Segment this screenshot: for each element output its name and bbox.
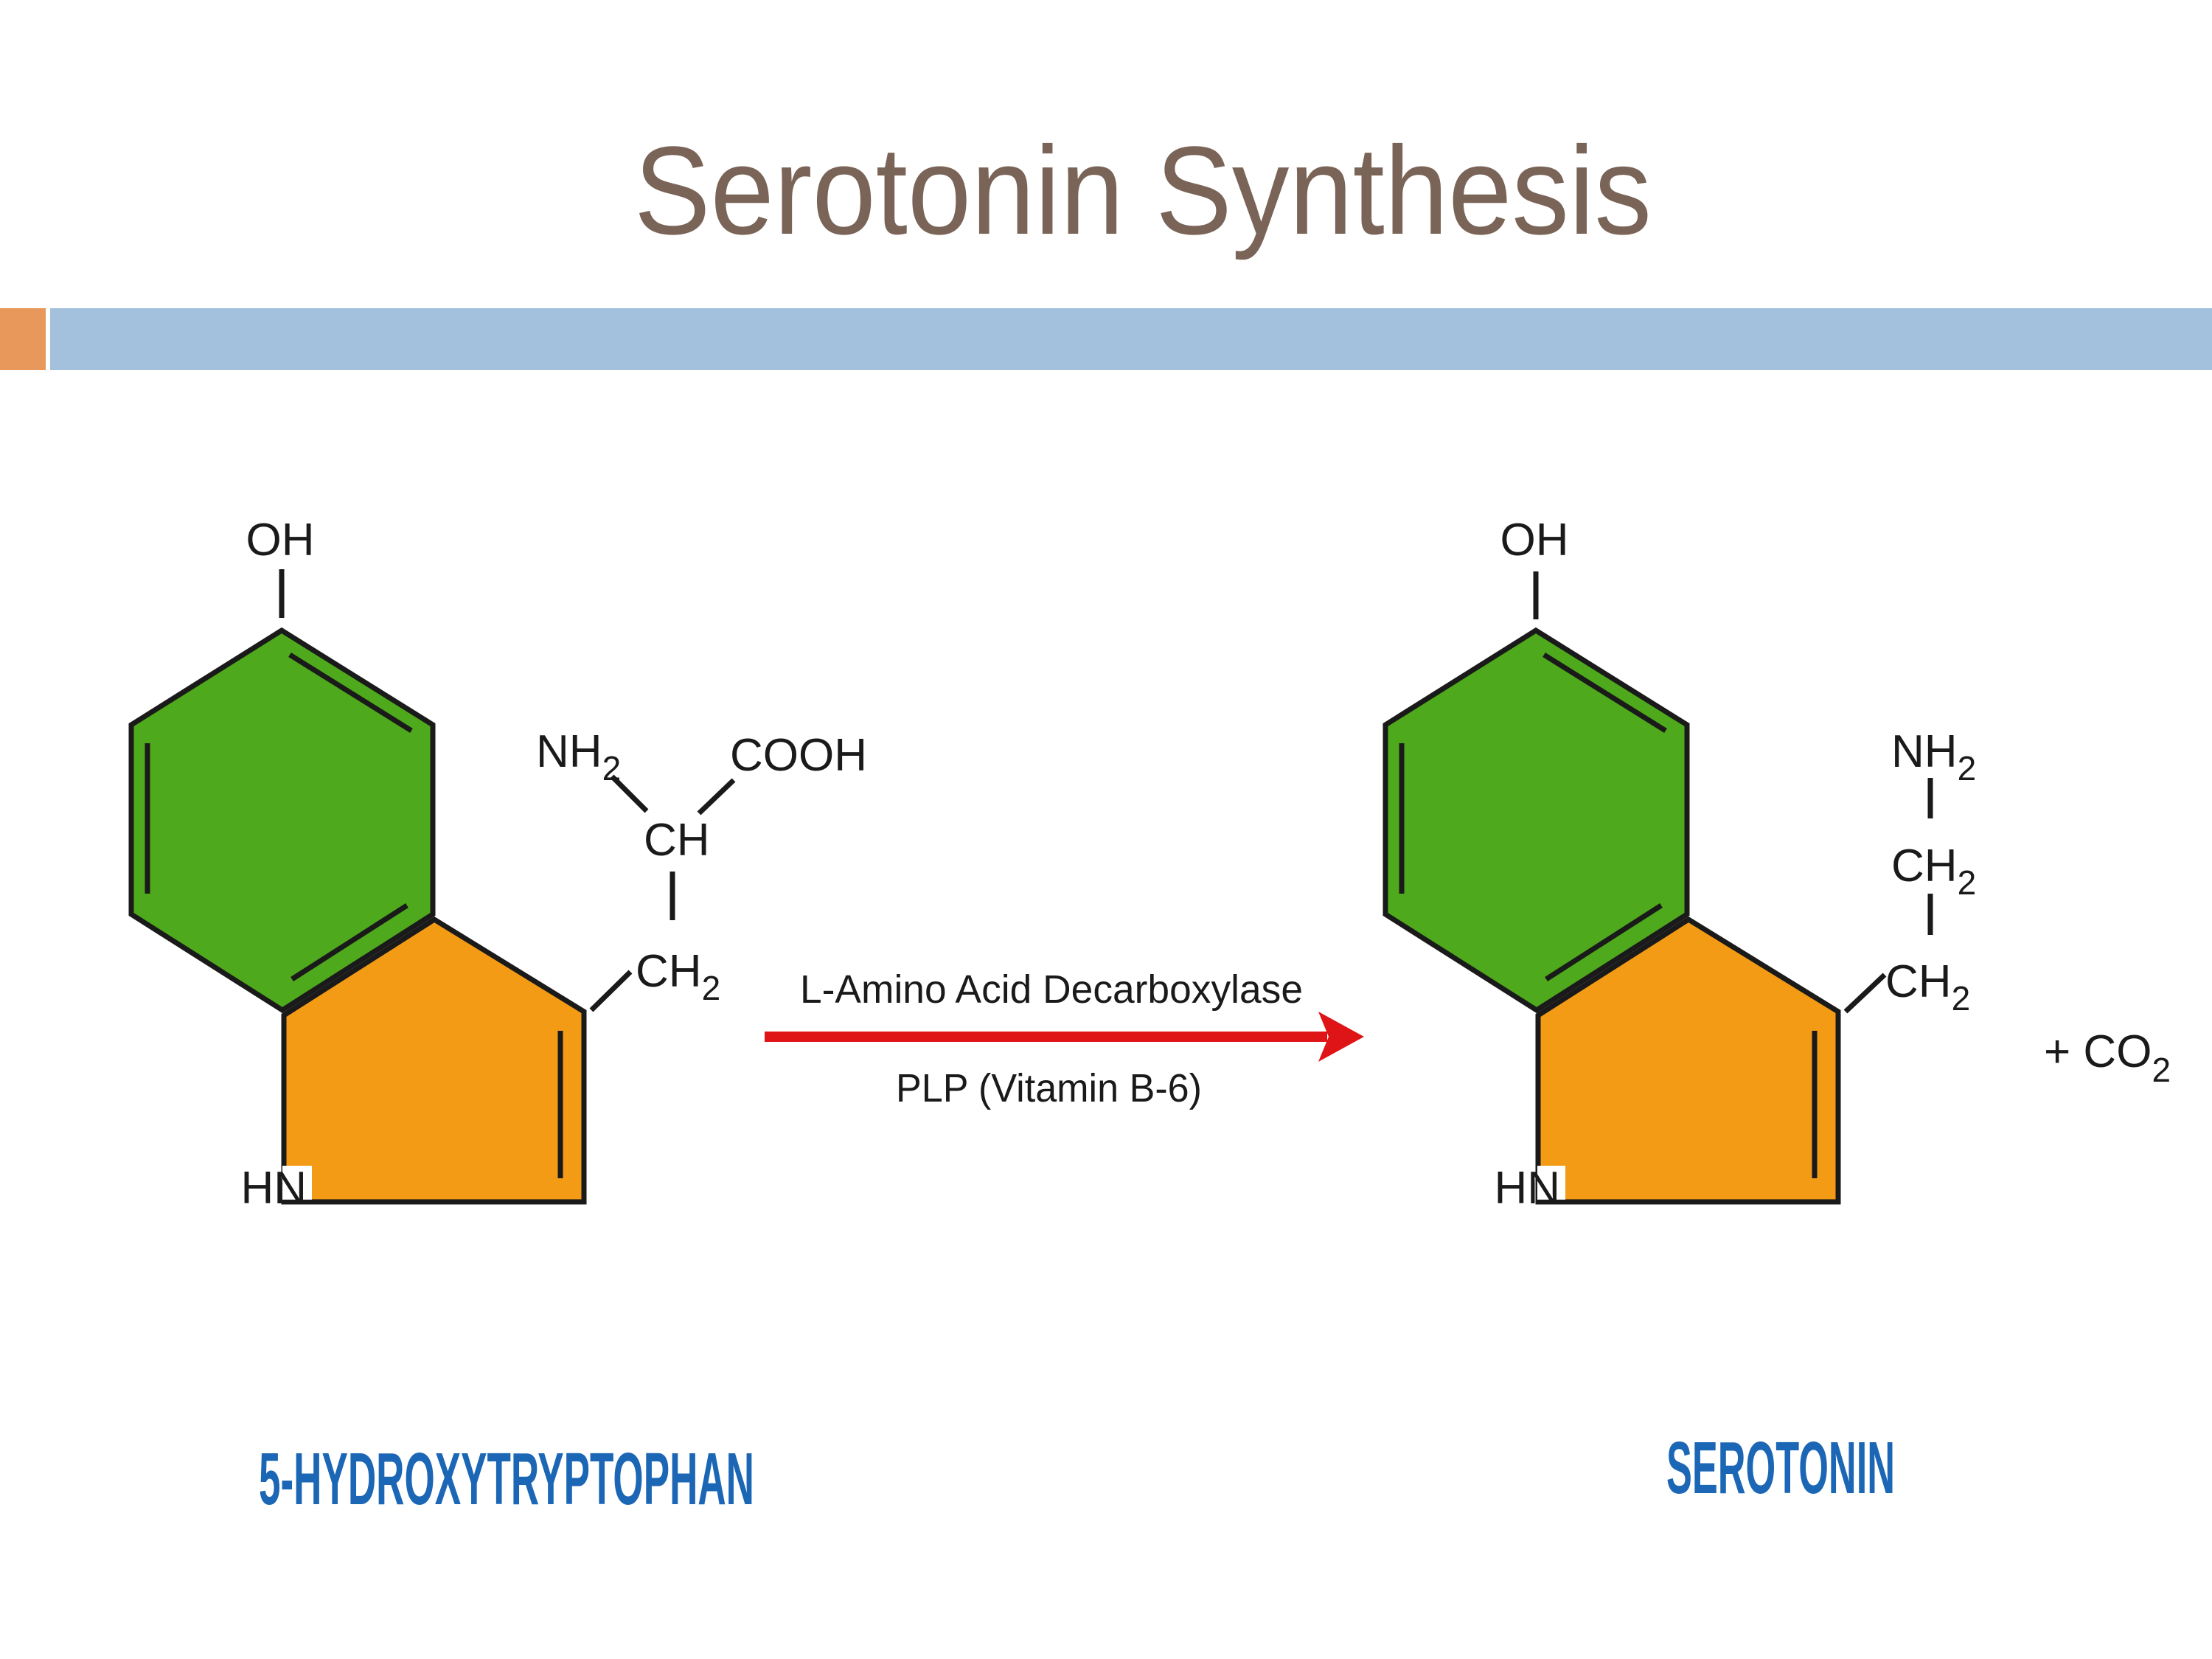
- ch2-label-main: CH: [1891, 841, 1958, 891]
- ch2-label: CH2: [636, 946, 720, 1007]
- hn-label-backdrop: [282, 1166, 312, 1200]
- co2-label-main: + CO: [2044, 1026, 2152, 1077]
- bond: [589, 970, 633, 1012]
- accent-bar-orange: [0, 308, 46, 370]
- carboxyl-label: COOH: [730, 730, 867, 781]
- ch2-label-sub: 2: [1952, 979, 1971, 1018]
- molecule-name-left: 5-HYDROXYTRYPTOPHAN: [259, 1438, 754, 1520]
- amine-label-sub: 2: [602, 749, 622, 787]
- bond: [610, 774, 649, 813]
- ch2-label: CH2: [1885, 956, 1970, 1018]
- ch2-label-sub: 2: [1958, 863, 1977, 902]
- double-bond: [288, 653, 413, 733]
- molecule-name-right: SEROTONIN: [1666, 1427, 1895, 1509]
- ch-label: CH: [644, 815, 710, 866]
- hydroxyl-label: OH: [1500, 515, 1569, 566]
- reaction-arrow-head: [1318, 1012, 1364, 1062]
- co2-label-sub: 2: [2152, 1051, 2171, 1089]
- benzene-ring-shape: [128, 627, 436, 1014]
- ch2-label-main: CH: [1885, 956, 1952, 1007]
- ring-nh-label: HN: [240, 1163, 307, 1214]
- reaction-annotation: L-Amino Acid Decarboxylase PLP (Vitamin …: [765, 967, 1364, 1110]
- hydroxyl-label: OH: [246, 515, 315, 566]
- enzyme-label: L-Amino Acid Decarboxylase: [800, 967, 1303, 1012]
- amine-label: NH2: [536, 726, 621, 787]
- ch2-label: CH2: [1891, 841, 1976, 902]
- amine-label: NH2: [1891, 726, 1976, 787]
- co2-byproduct-label: + CO2: [2044, 1026, 2171, 1089]
- bond: [697, 778, 736, 815]
- molecule-serotonin: OH NH2 CH2 CH2 HN + CO2 SEROTONIN: [1382, 515, 2171, 1509]
- double-bond: [1545, 903, 1663, 981]
- amine-label-sub: 2: [1958, 749, 1977, 787]
- benzene-ring-shape: [1382, 627, 1690, 1014]
- accent-bar-blue: [50, 308, 2212, 370]
- bond: [1843, 973, 1887, 1014]
- molecule-5-hydroxytryptophan: OH NH2 COOH CH CH2 HN 5-HYDROXYTRYPTOPHA…: [128, 515, 867, 1520]
- amine-label-main: NH: [536, 726, 602, 777]
- page-title: Serotonin Synthesis: [634, 121, 1652, 261]
- ch2-label-main: CH: [636, 946, 702, 997]
- hn-label-backdrop: [1537, 1166, 1565, 1200]
- reaction-arrow-shaft: [765, 1032, 1327, 1042]
- amine-label-main: NH: [1891, 726, 1958, 777]
- ch2-label-sub: 2: [702, 969, 721, 1007]
- ring-nh-label: HN: [1494, 1163, 1560, 1214]
- double-bond: [291, 903, 408, 981]
- cofactor-label: PLP (Vitamin B-6): [896, 1066, 1202, 1110]
- double-bond: [1543, 653, 1667, 733]
